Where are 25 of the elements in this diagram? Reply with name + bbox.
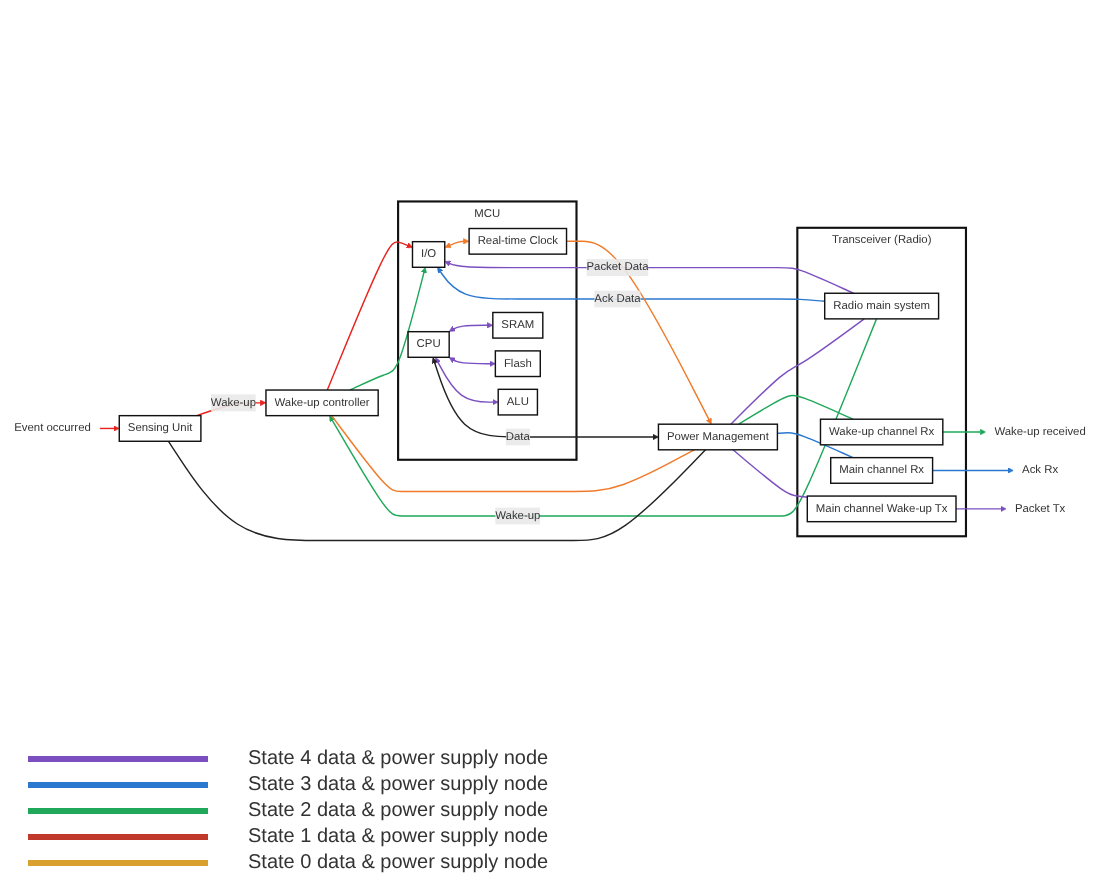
legend-text: State 4 data & power supply node	[248, 748, 549, 770]
arrow	[565, 240, 712, 425]
arrow	[931, 467, 1014, 474]
connector	[738, 394, 854, 425]
legend-text: State 0 data & power supply node	[248, 852, 549, 874]
legend-text: State 2 data & power supply node	[248, 800, 549, 822]
arrow	[955, 505, 1007, 512]
connector	[167, 440, 707, 542]
arrow	[448, 322, 494, 332]
arrow	[448, 357, 496, 367]
arrow	[435, 357, 499, 406]
connector	[730, 318, 865, 425]
arrow	[349, 267, 427, 391]
arrow	[329, 318, 878, 517]
arrow	[326, 241, 413, 391]
connector	[732, 449, 808, 498]
connector	[330, 414, 695, 493]
arrow	[444, 238, 470, 249]
arrow	[942, 428, 987, 436]
legend-text: State 1 data & power supply node	[248, 826, 549, 848]
arrow	[437, 267, 826, 302]
legend-text: State 3 data & power supply node	[248, 774, 549, 796]
arrow	[98, 425, 120, 432]
connector	[776, 432, 854, 459]
arrow	[431, 357, 659, 441]
